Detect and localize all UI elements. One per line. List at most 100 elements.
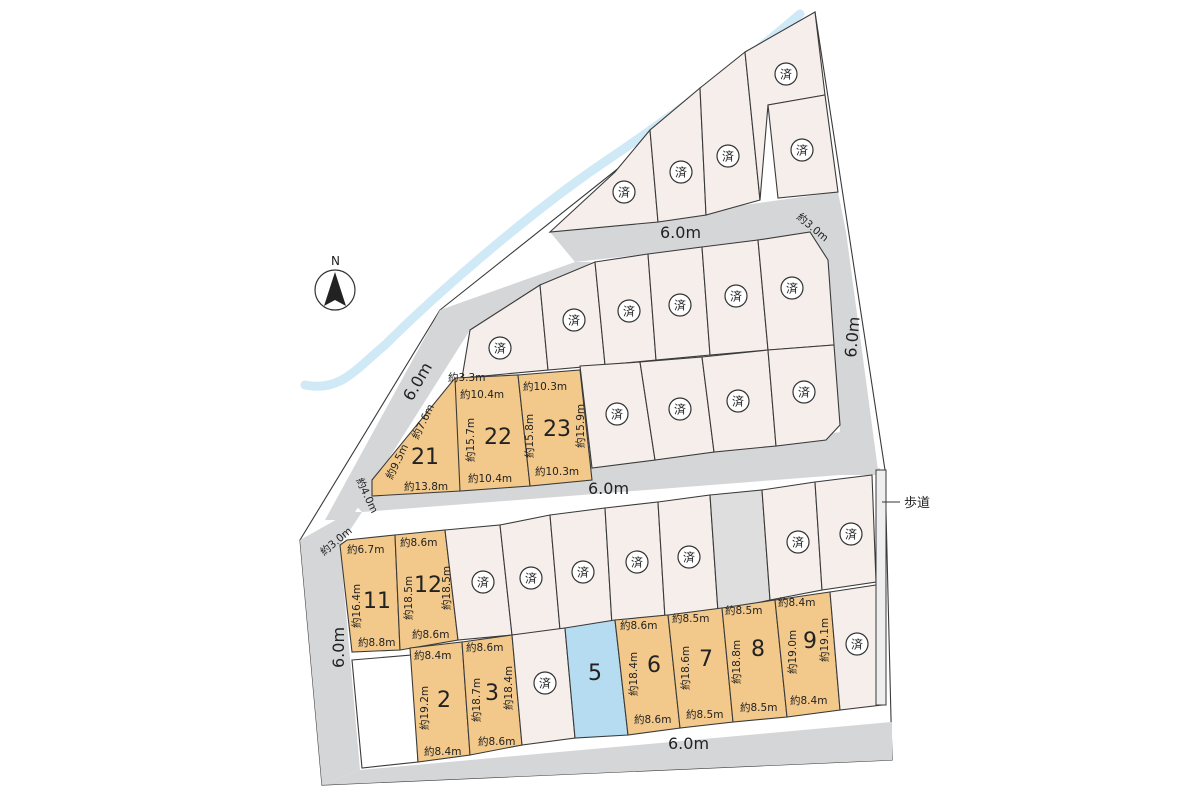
lot-21-bottom-dim: 約13.8m bbox=[404, 480, 448, 493]
sold-mark-circle bbox=[839, 522, 863, 546]
lot-23-bottom-dim: 約10.3m bbox=[535, 465, 579, 478]
lot-3-top-dim: 約8.6m bbox=[466, 641, 503, 654]
sold-mark: 済 bbox=[519, 566, 543, 590]
lot-6-number: 6 bbox=[647, 653, 661, 678]
sold-mark-text: 済 bbox=[683, 550, 695, 565]
sold-mark-circle bbox=[786, 530, 810, 554]
lot-vacant bbox=[351, 654, 419, 769]
roads bbox=[300, 192, 892, 785]
sold-mark-text: 済 bbox=[525, 571, 537, 586]
sold-mark-circle bbox=[519, 566, 543, 590]
lot-11-bottom-dim: 約8.8m bbox=[358, 636, 395, 649]
sold-mark-text: 済 bbox=[577, 565, 589, 580]
sold-mark-text: 済 bbox=[674, 298, 686, 313]
lot-23-left-dim: 約15.8m bbox=[523, 414, 536, 458]
sold-mark-circle bbox=[612, 180, 636, 204]
sold-mark-text: 済 bbox=[568, 313, 580, 328]
lot-3-bottom-dim: 約8.6m bbox=[478, 735, 515, 748]
lot-8-bottom-dim: 約8.5m bbox=[740, 701, 777, 714]
sold-mark: 済 bbox=[716, 144, 740, 168]
lot-top-b[interactable] bbox=[649, 86, 707, 223]
sold-mark-circle bbox=[792, 380, 816, 404]
sold-mark-circle bbox=[790, 138, 814, 162]
lot-8-number: 8 bbox=[751, 637, 765, 662]
sold-mark-circle bbox=[533, 671, 557, 695]
sold-mark-circle bbox=[571, 560, 595, 584]
sold-mark: 済 bbox=[571, 560, 595, 584]
sold-mark: 済 bbox=[839, 522, 863, 546]
lot-9-right-dim: 約19.1m bbox=[818, 618, 831, 662]
lot-21-top-dim: 約3.3m bbox=[448, 371, 485, 384]
lot-9-top-dim: 約8.4m bbox=[778, 596, 815, 609]
sold-mark-circle bbox=[617, 299, 641, 323]
sold-mark: 済 bbox=[668, 397, 692, 421]
sold-mark-text: 済 bbox=[494, 341, 506, 356]
lot-23[interactable] bbox=[517, 369, 593, 487]
sold-mark-text: 済 bbox=[539, 676, 551, 691]
lower-block bbox=[339, 469, 887, 769]
sold-mark-circle bbox=[668, 293, 692, 317]
sold-mark: 済 bbox=[488, 336, 512, 360]
sold-mark-circle bbox=[724, 284, 748, 308]
lot-22-number: 22 bbox=[484, 425, 512, 450]
sold-mark: 済 bbox=[669, 160, 693, 184]
compass-n-label: N bbox=[331, 254, 340, 268]
lot-22-bottom-dim: 約10.4m bbox=[468, 472, 512, 485]
sold-mark: 済 bbox=[726, 389, 750, 413]
lot-3-number: 3 bbox=[485, 681, 499, 706]
lot-12-left-dim: 約18.5m bbox=[402, 576, 415, 620]
sold-mark-circle bbox=[562, 308, 586, 332]
road-bottom-label: 6.0m bbox=[668, 734, 709, 753]
sidewalk-callout: 歩道 bbox=[882, 496, 930, 511]
sold-mark: 済 bbox=[562, 308, 586, 332]
lot-6-left-dim: 約18.4m bbox=[627, 652, 640, 696]
sold-mark-circle bbox=[845, 632, 869, 656]
lot-7-bottom-dim: 約8.5m bbox=[686, 708, 723, 721]
sold-mark-text: 済 bbox=[675, 165, 687, 180]
sold-mark-text: 済 bbox=[792, 535, 804, 550]
sold-mark: 済 bbox=[612, 180, 636, 204]
sold-mark-circle bbox=[471, 570, 495, 594]
lot-7-number: 7 bbox=[699, 647, 713, 672]
sold-mark-text: 済 bbox=[851, 637, 863, 652]
lot-21-number: 21 bbox=[411, 445, 439, 470]
sold-mark-text: 済 bbox=[623, 304, 635, 319]
road-upper-label: 6.0m bbox=[660, 223, 701, 242]
sold-mark: 済 bbox=[774, 62, 798, 86]
sold-mark-text: 済 bbox=[674, 402, 686, 417]
sold-mark-text: 済 bbox=[780, 67, 792, 82]
road-left-label: 6.0m bbox=[329, 627, 348, 668]
sold-mark-text: 済 bbox=[786, 281, 798, 296]
lot-3-left-dim: 約18.7m bbox=[470, 678, 483, 722]
sold-mark: 済 bbox=[677, 545, 701, 569]
lot-6-top-dim: 約8.6m bbox=[620, 619, 657, 632]
sold-mark-text: 済 bbox=[618, 185, 630, 200]
sold-mark-circle bbox=[669, 160, 693, 184]
sold-mark: 済 bbox=[845, 632, 869, 656]
sold-mark-text: 済 bbox=[722, 149, 734, 164]
sold-mark: 済 bbox=[790, 138, 814, 162]
lot-12-top-dim: 約8.6m bbox=[400, 536, 437, 549]
sold-mark-circle bbox=[716, 144, 740, 168]
lot-12-right-dim: 約18.5m bbox=[440, 566, 453, 610]
compass-arrow-icon bbox=[324, 272, 346, 306]
lot-9-left-dim: 約19.0m bbox=[786, 630, 799, 674]
lot-11[interactable] bbox=[339, 534, 401, 653]
sold-mark-text: 済 bbox=[732, 394, 744, 409]
lot-6-bottom-dim: 約8.6m bbox=[634, 713, 671, 726]
road-middle-label: 6.0m bbox=[588, 479, 629, 498]
lot-2-left-dim: 約19.2m bbox=[418, 686, 431, 730]
sold-mark: 済 bbox=[533, 671, 557, 695]
lot-22-left-dim: 約15.7m bbox=[464, 418, 477, 462]
lot-23-number: 23 bbox=[543, 417, 571, 442]
sold-mark-text: 済 bbox=[477, 575, 489, 590]
sold-mark-circle bbox=[605, 402, 629, 426]
sold-mark-circle bbox=[726, 389, 750, 413]
lot-2-bottom-dim: 約8.4m bbox=[424, 745, 461, 758]
lot-23-right-dim: 約15.9m bbox=[574, 404, 587, 448]
sold-mark-text: 済 bbox=[730, 289, 742, 304]
sold-mark-circle bbox=[668, 397, 692, 421]
sold-mark: 済 bbox=[605, 402, 629, 426]
sold-mark-circle bbox=[488, 336, 512, 360]
lot-11-left-dim: 約16.4m bbox=[350, 584, 363, 628]
